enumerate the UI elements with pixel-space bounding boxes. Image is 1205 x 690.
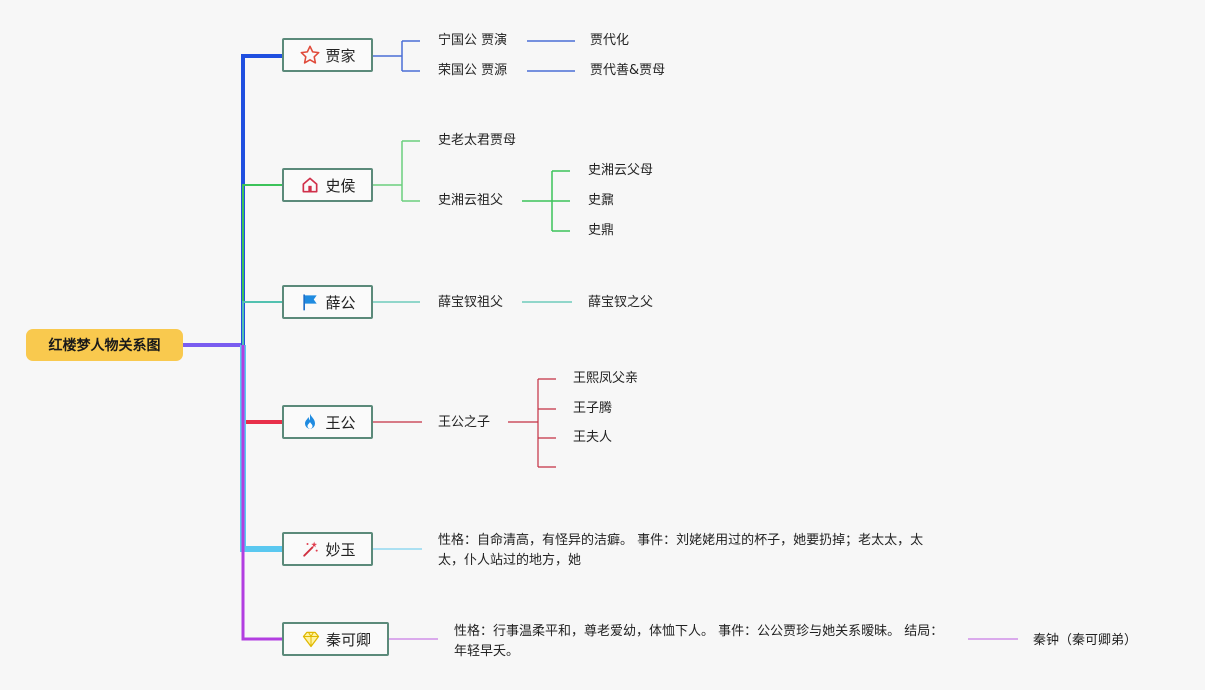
branch-shi-marquis[interactable]: 史侯 xyxy=(282,168,373,202)
branch-label: 薛公 xyxy=(325,293,356,312)
node-shi-xiangyun-grandfather[interactable]: 史湘云祖父 xyxy=(438,193,504,208)
node-xue-baochai-grandfather[interactable]: 薛宝钗祖父 xyxy=(438,295,504,310)
diamond-icon xyxy=(300,628,322,650)
node-shi-nai[interactable]: 史鼐 xyxy=(588,193,615,208)
branch-miaoyu[interactable]: 妙玉 xyxy=(282,532,373,566)
branch-label: 秦可卿 xyxy=(325,630,371,649)
node-shi-xiangyun-parents[interactable]: 史湘云父母 xyxy=(588,163,654,178)
star-icon xyxy=(299,44,321,66)
magic-wand-icon xyxy=(299,538,321,560)
branch-label: 贾家 xyxy=(325,46,356,65)
node-xue-baochai-father[interactable]: 薛宝钗之父 xyxy=(588,295,654,310)
branch-label: 王公 xyxy=(325,413,356,432)
node-jia-daihua[interactable]: 贾代化 xyxy=(590,33,630,48)
branch-wang-duke[interactable]: 王公 xyxy=(282,405,373,439)
root-node[interactable]: 红楼梦人物关系图 xyxy=(26,329,183,361)
branch-xue-duke[interactable]: 薛公 xyxy=(282,285,373,319)
node-ningguo[interactable]: 宁国公 贾演 xyxy=(438,33,508,48)
node-shi-laotaijun[interactable]: 史老太君贾母 xyxy=(438,133,517,148)
node-wang-xifeng-father[interactable]: 王熙凤父亲 xyxy=(573,371,639,386)
node-wang-gong-son[interactable]: 王公之子 xyxy=(438,415,491,430)
node-jia-daishan[interactable]: 贾代善&贾母 xyxy=(590,63,666,78)
node-miaoyu-description[interactable]: 性格：自命清高，有怪异的洁癖。 事件：刘姥姥用过的杯子，她要扔掉；老太太，太太，… xyxy=(438,533,924,568)
node-shi-ding[interactable]: 史鼎 xyxy=(588,223,615,238)
node-wang-furen[interactable]: 王夫人 xyxy=(573,430,613,445)
node-qin-keqing-description[interactable]: 性格：行事温柔平和，尊老爱幼，体恤下人。 事件：公公贾珍与她关系暧昧。 结局：年… xyxy=(454,624,944,659)
branch-jia-family[interactable]: 贾家 xyxy=(282,38,373,72)
flag-icon xyxy=(299,291,321,313)
branch-qin-keqing[interactable]: 秦可卿 xyxy=(282,622,389,656)
node-qin-zhong[interactable]: 秦钟（秦可卿弟） xyxy=(1033,633,1138,648)
node-wang-ziteng[interactable]: 王子腾 xyxy=(573,401,613,416)
branch-label: 妙玉 xyxy=(325,540,356,559)
node-rongguo[interactable]: 荣国公 贾源 xyxy=(438,63,508,78)
house-icon xyxy=(299,174,321,196)
branch-label: 史侯 xyxy=(325,176,356,195)
fire-icon xyxy=(299,411,321,433)
